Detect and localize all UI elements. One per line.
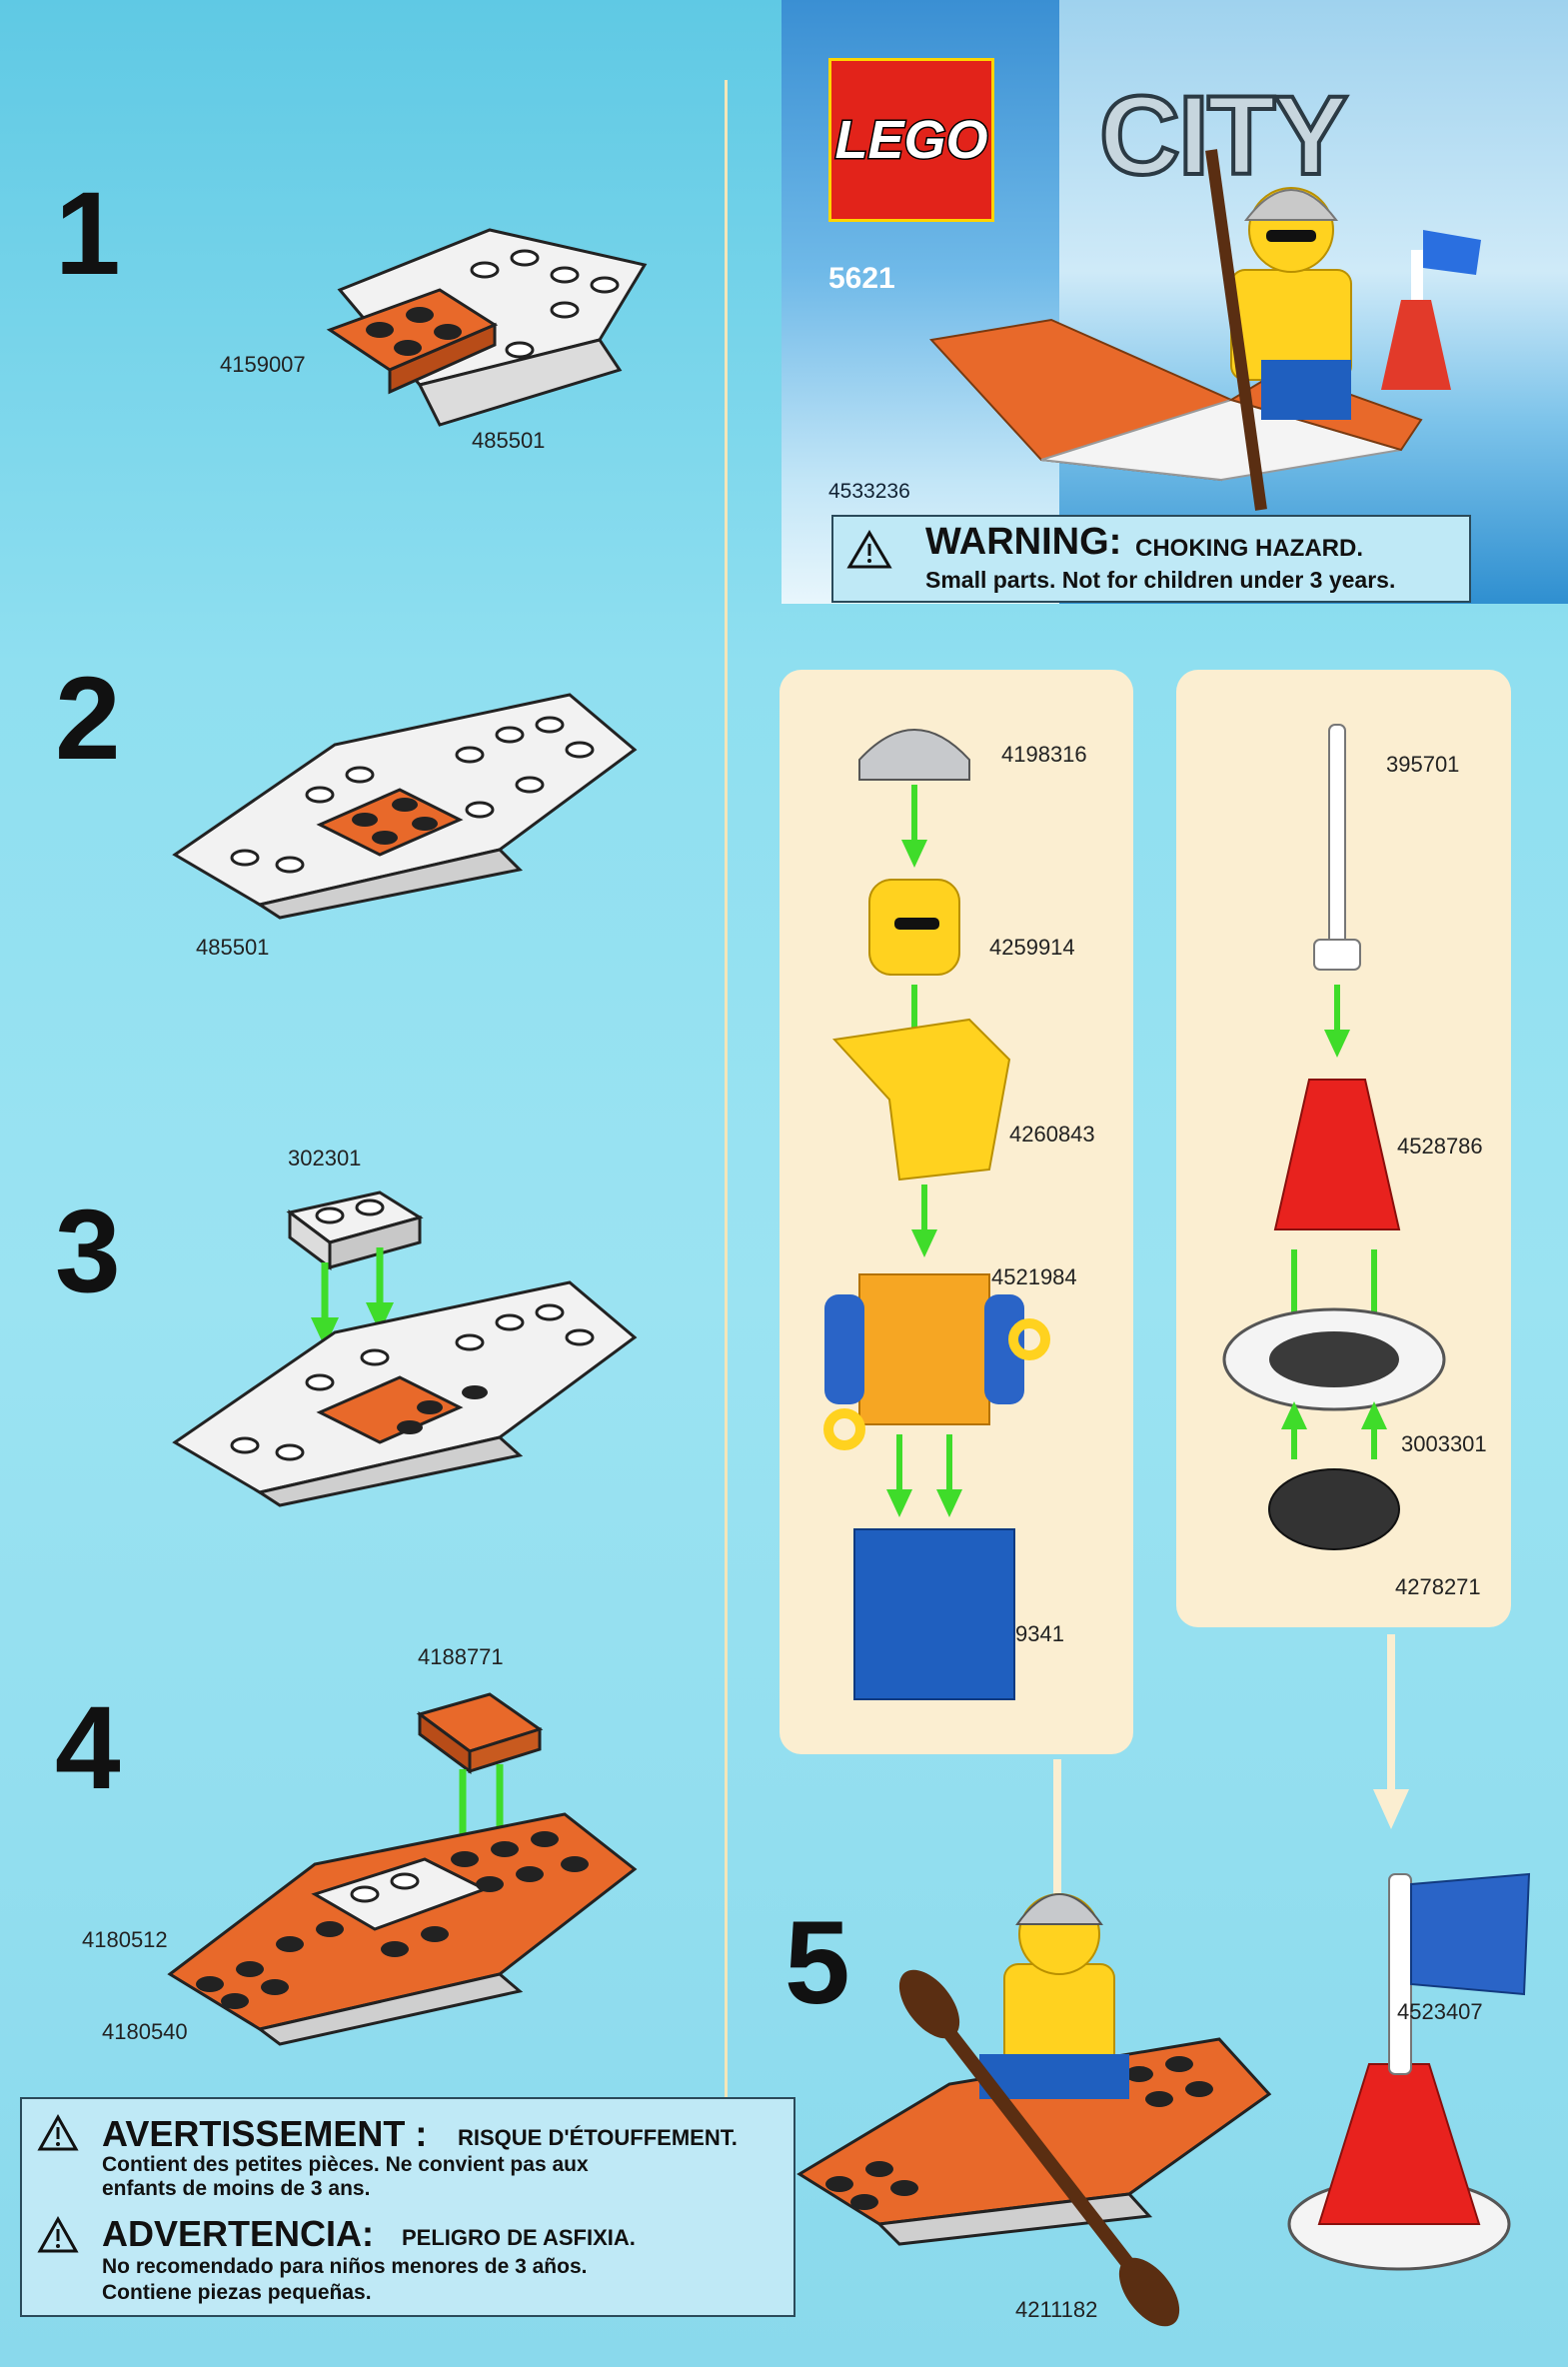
part-number: 4523407 [1397,1999,1483,2024]
part-number: 4521984 [991,1264,1077,1289]
buoy-exploded-illustration [1222,724,1446,1550]
part-number: 485501 [472,428,546,453]
warning-triangle-icon [37,2113,79,2151]
step-3-number: 3 [55,1185,121,1317]
warning-triangle-icon [37,2215,79,2253]
warning-text-en: Small parts. Not for children under 3 ye… [925,567,1396,593]
step-1-illustration [326,228,648,427]
step-4-number: 4 [55,1682,121,1814]
city-logo: CITY [1097,73,1350,198]
part-number: 4211182 [1015,2297,1098,2322]
step-1-number: 1 [55,168,121,300]
set-number: 5621 [828,262,895,295]
warning-title-fr: AVERTISSEMENT : [102,2113,428,2154]
warning-box-fr-es: AVERTISSEMENT : RISQUE D'ÉTOUFFEMENT. Co… [20,2097,795,2317]
part-number: 485501 [196,935,270,960]
step-2-number: 2 [55,653,121,785]
part-number: 302301 [288,1146,362,1171]
warning-triangle-icon [846,530,892,569]
part-number: 4180540 [102,2019,188,2044]
part-number: 4180512 [82,1927,168,1952]
part-number: 3003301 [1401,1431,1487,1456]
warning-text-fr-line1: Contient des petites pièces. Ne convient… [102,2153,589,2176]
part-number: 4159007 [220,352,306,377]
cover-part-number: 4533236 [828,480,910,503]
part-number: 4278271 [1395,1574,1481,1599]
part-number: 4198316 [1001,742,1087,767]
warning-hazard-en: CHOKING HAZARD. [1135,535,1363,562]
step-4-illustration [167,1692,638,2046]
cover-image: LEGO CITY 5621 4533236 [782,0,1568,604]
part-number: 395701 [1386,752,1460,777]
warning-hazard-es: PELIGRO DE ASFIXIA. [402,2225,636,2250]
lego-logo: LEGO [828,58,994,222]
step-3-illustration [172,1190,638,1507]
step-5-illustration [796,1872,1531,2327]
part-number: 4260843 [1009,1122,1095,1147]
part-number: 4259914 [989,935,1075,960]
column-divider [725,80,728,2109]
warning-text-fr-line2: enfants de moins de 3 ans. [102,2177,371,2200]
part-number: 4528786 [1397,1134,1483,1159]
warning-title-es: ADVERTENCIA: [102,2213,375,2254]
kayaker-illustration [929,149,1481,511]
warning-box-en: WARNING: CHOKING HAZARD. Small parts. No… [831,515,1471,603]
warning-text-es-line1: No recomendado para niños menores de 3 a… [102,2255,588,2278]
minifig-exploded-illustration [823,729,1050,1700]
warning-text-es-line2: Contiene piezas pequeñas. [102,2281,372,2304]
step-5-number: 5 [784,1897,850,2029]
warning-hazard-fr: RISQUE D'ÉTOUFFEMENT. [458,2125,738,2150]
step-2-illustration [172,693,638,920]
part-number: 4188771 [418,1644,504,1669]
part-number: 9341 [1015,1621,1064,1646]
warning-title-en: WARNING: [925,521,1122,563]
